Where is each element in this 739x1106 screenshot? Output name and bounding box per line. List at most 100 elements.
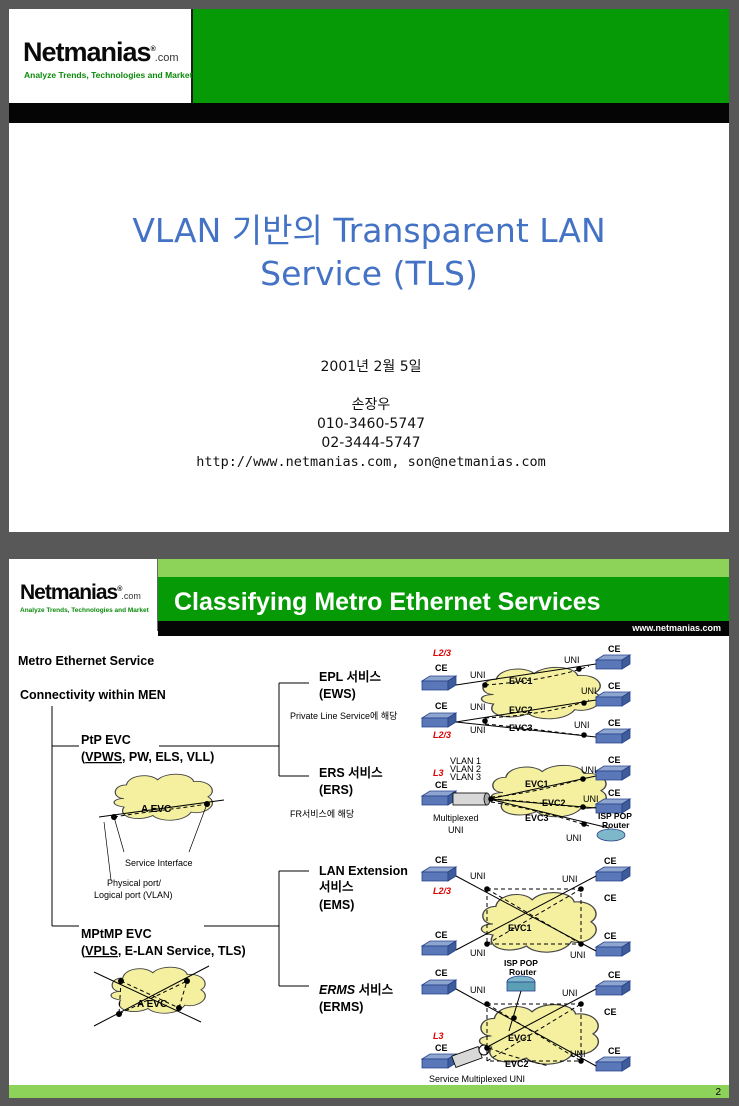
erms-diagram: CE ISP POP Router CE CE L3 CE CE UNI (421, 958, 631, 1084)
ers-diagram: L3 VLAN 1 VLAN 2 VLAN 3 CE Multiplexed U… (421, 755, 632, 843)
logo-manias: manias (50, 581, 118, 604)
svg-text:CE: CE (435, 1043, 448, 1053)
fr-service-label: FR서비스에 해당 (290, 809, 354, 819)
svg-text:CE: CE (435, 780, 448, 790)
ers-service-label: ERS 서비스 (319, 765, 383, 780)
private-line-label: Private Line Service에 해당 (290, 711, 397, 721)
logo-manias: manias (63, 37, 152, 67)
svg-text:EVC2: EVC2 (509, 705, 533, 715)
logical-port-label: Logical port (VLAN) (94, 890, 173, 900)
svg-text:UNI: UNI (470, 670, 486, 680)
lan-extension-label: LAN Extension (319, 864, 408, 878)
svg-text:VLAN 1: VLAN 1 (450, 756, 481, 766)
ptp-a-evc-label: A EVC (141, 804, 171, 815)
date: 2001년 2월 5일 (320, 359, 422, 375)
title-line-2: Service (TLS) (260, 254, 478, 293)
svg-text:L3: L3 (433, 1031, 444, 1041)
svg-text:EVC1: EVC1 (509, 676, 533, 686)
author-name: 손장우 (351, 397, 391, 413)
logo-box: Netmanias®.com Analyze Trends, Technolog… (9, 9, 193, 103)
ews-label: (EWS) (319, 687, 356, 701)
ems-label: (EMS) (319, 898, 354, 912)
svg-text:UNI: UNI (566, 833, 582, 843)
lan-extension-service-label: 서비스 (319, 879, 354, 894)
logo-reg: ® (117, 586, 122, 593)
epl-service-label: EPL 서비스 (319, 669, 382, 684)
svg-text:CE: CE (435, 663, 448, 673)
mptmp-evc-label: MPtMP EVC (81, 927, 152, 941)
svg-text:UNI: UNI (448, 825, 464, 835)
logo-net: Net (23, 37, 65, 67)
logo-box: Netmanias®.com Analyze Trends, Technolog… (9, 559, 158, 631)
connectivity-label: Connectivity within MEN (20, 688, 166, 702)
svg-text:CE: CE (604, 931, 617, 941)
svg-text:CE: CE (608, 681, 621, 691)
epl-diagram: L2/3 CE CE L2/3 CE CE CE UNI UNI UNI UNI… (421, 644, 631, 744)
svg-text:UNI: UNI (470, 871, 486, 881)
svg-text:L2/3: L2/3 (433, 648, 451, 658)
svg-text:CE: CE (608, 718, 621, 728)
svg-text:UNI: UNI (570, 1049, 586, 1059)
mptmp-evc-types: (VPLS, E-LAN Service, TLS) (81, 944, 246, 958)
svg-text:UNI: UNI (562, 988, 578, 998)
svg-text:CE: CE (608, 788, 621, 798)
svg-text:UNI: UNI (574, 720, 590, 730)
svg-text:Service Multiplexed UNI: Service Multiplexed UNI (429, 1074, 525, 1084)
svg-text:EVC1: EVC1 (508, 1033, 532, 1043)
svg-text:CE: CE (435, 855, 448, 865)
ers-label: (ERS) (319, 783, 353, 797)
header-green-band (193, 9, 729, 103)
title-slide: Netmanias®.com Analyze Trends, Technolog… (9, 9, 729, 532)
svg-text:L3: L3 (433, 768, 444, 778)
svg-text:Multiplexed: Multiplexed (433, 813, 479, 823)
svg-text:UNI: UNI (581, 765, 597, 775)
svg-text:UNI: UNI (470, 702, 486, 712)
svg-text:L2/3: L2/3 (433, 730, 451, 740)
svg-text:UNI: UNI (583, 794, 599, 804)
netmanias-logo: Netmanias®.com (20, 581, 141, 605)
svg-text:UNI: UNI (470, 985, 486, 995)
metro-ethernet-service-label: Metro Ethernet Service (18, 654, 154, 668)
header-green-band (158, 577, 729, 621)
svg-text:UNI: UNI (564, 655, 580, 665)
svg-text:Router: Router (509, 967, 537, 977)
svg-text:CE: CE (604, 856, 617, 866)
logo-com: .com (121, 591, 141, 601)
metro-ethernet-diagram: Metro Ethernet Service Connectivity with… (18, 644, 632, 1084)
slide-title: Classifying Metro Ethernet Services (174, 588, 601, 616)
svg-text:CE: CE (604, 893, 617, 903)
logo-reg: ® (150, 46, 156, 53)
logo-tagline: Analyze Trends, Technologies and Market (24, 70, 193, 80)
erms-label: (ERMS) (319, 1000, 363, 1014)
svg-text:CE: CE (435, 701, 448, 711)
ptp-evc-types: (VPWS, PW, ELS, VLL) (81, 750, 214, 764)
svg-text:EVC3: EVC3 (509, 723, 533, 733)
logo-com: .com (154, 52, 179, 64)
page-number: 2 (715, 1087, 721, 1098)
header-black-band (158, 621, 729, 636)
mptmp-a-evc-label: A EVC (137, 999, 167, 1010)
phone-office: 02-3444-5747 (321, 435, 421, 451)
title-line-1: VLAN 기반의 Transparent LAN (132, 211, 606, 250)
service-interface-label: Service Interface (125, 858, 193, 868)
physical-port-label: Physical port/ (107, 878, 162, 888)
svg-text:ISP POP: ISP POP (598, 811, 632, 821)
svg-text:CE: CE (608, 755, 621, 765)
svg-text:UNI: UNI (581, 686, 597, 696)
svg-text:Router: Router (602, 820, 630, 830)
svg-text:EVC1: EVC1 (525, 779, 549, 789)
slide-title: VLAN 기반의 Transparent LAN Service (TLS) (9, 209, 729, 295)
svg-text:L2/3: L2/3 (433, 886, 451, 896)
svg-text:CE: CE (608, 644, 621, 654)
ptp-evc-label: PtP EVC (81, 733, 131, 747)
logo-net: Net (20, 581, 52, 604)
svg-text:UNI: UNI (470, 725, 486, 735)
svg-text:VLAN 3: VLAN 3 (450, 772, 481, 782)
svg-text:UNI: UNI (470, 948, 486, 958)
svg-text:EVC3: EVC3 (525, 813, 549, 823)
svg-text:UNI: UNI (570, 950, 586, 960)
svg-text:EVC2: EVC2 (505, 1059, 529, 1069)
content-slide: Netmanias®.com Analyze Trends, Technolog… (9, 559, 729, 1098)
svg-text:VLAN 2: VLAN 2 (450, 764, 481, 774)
ems-diagram: CE L2/3 CE CE CE CE UNI UNI UNI UNI EVC1 (421, 855, 631, 960)
